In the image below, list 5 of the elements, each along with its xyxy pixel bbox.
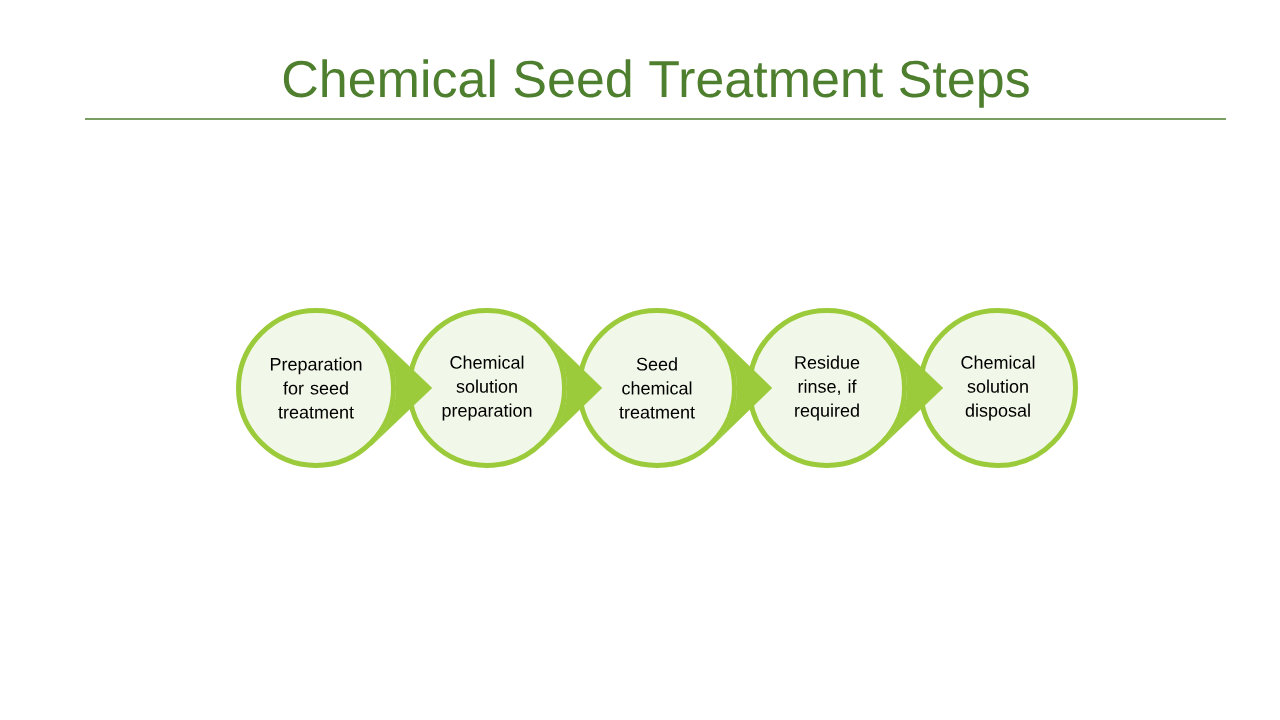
chevron-arrow bbox=[882, 330, 944, 446]
chevron-arrow bbox=[371, 330, 433, 446]
chevron-arrow bbox=[712, 330, 773, 446]
chevron-arrow bbox=[542, 330, 603, 446]
title: Chemical Seed Treatment Steps bbox=[283, 59, 1029, 108]
